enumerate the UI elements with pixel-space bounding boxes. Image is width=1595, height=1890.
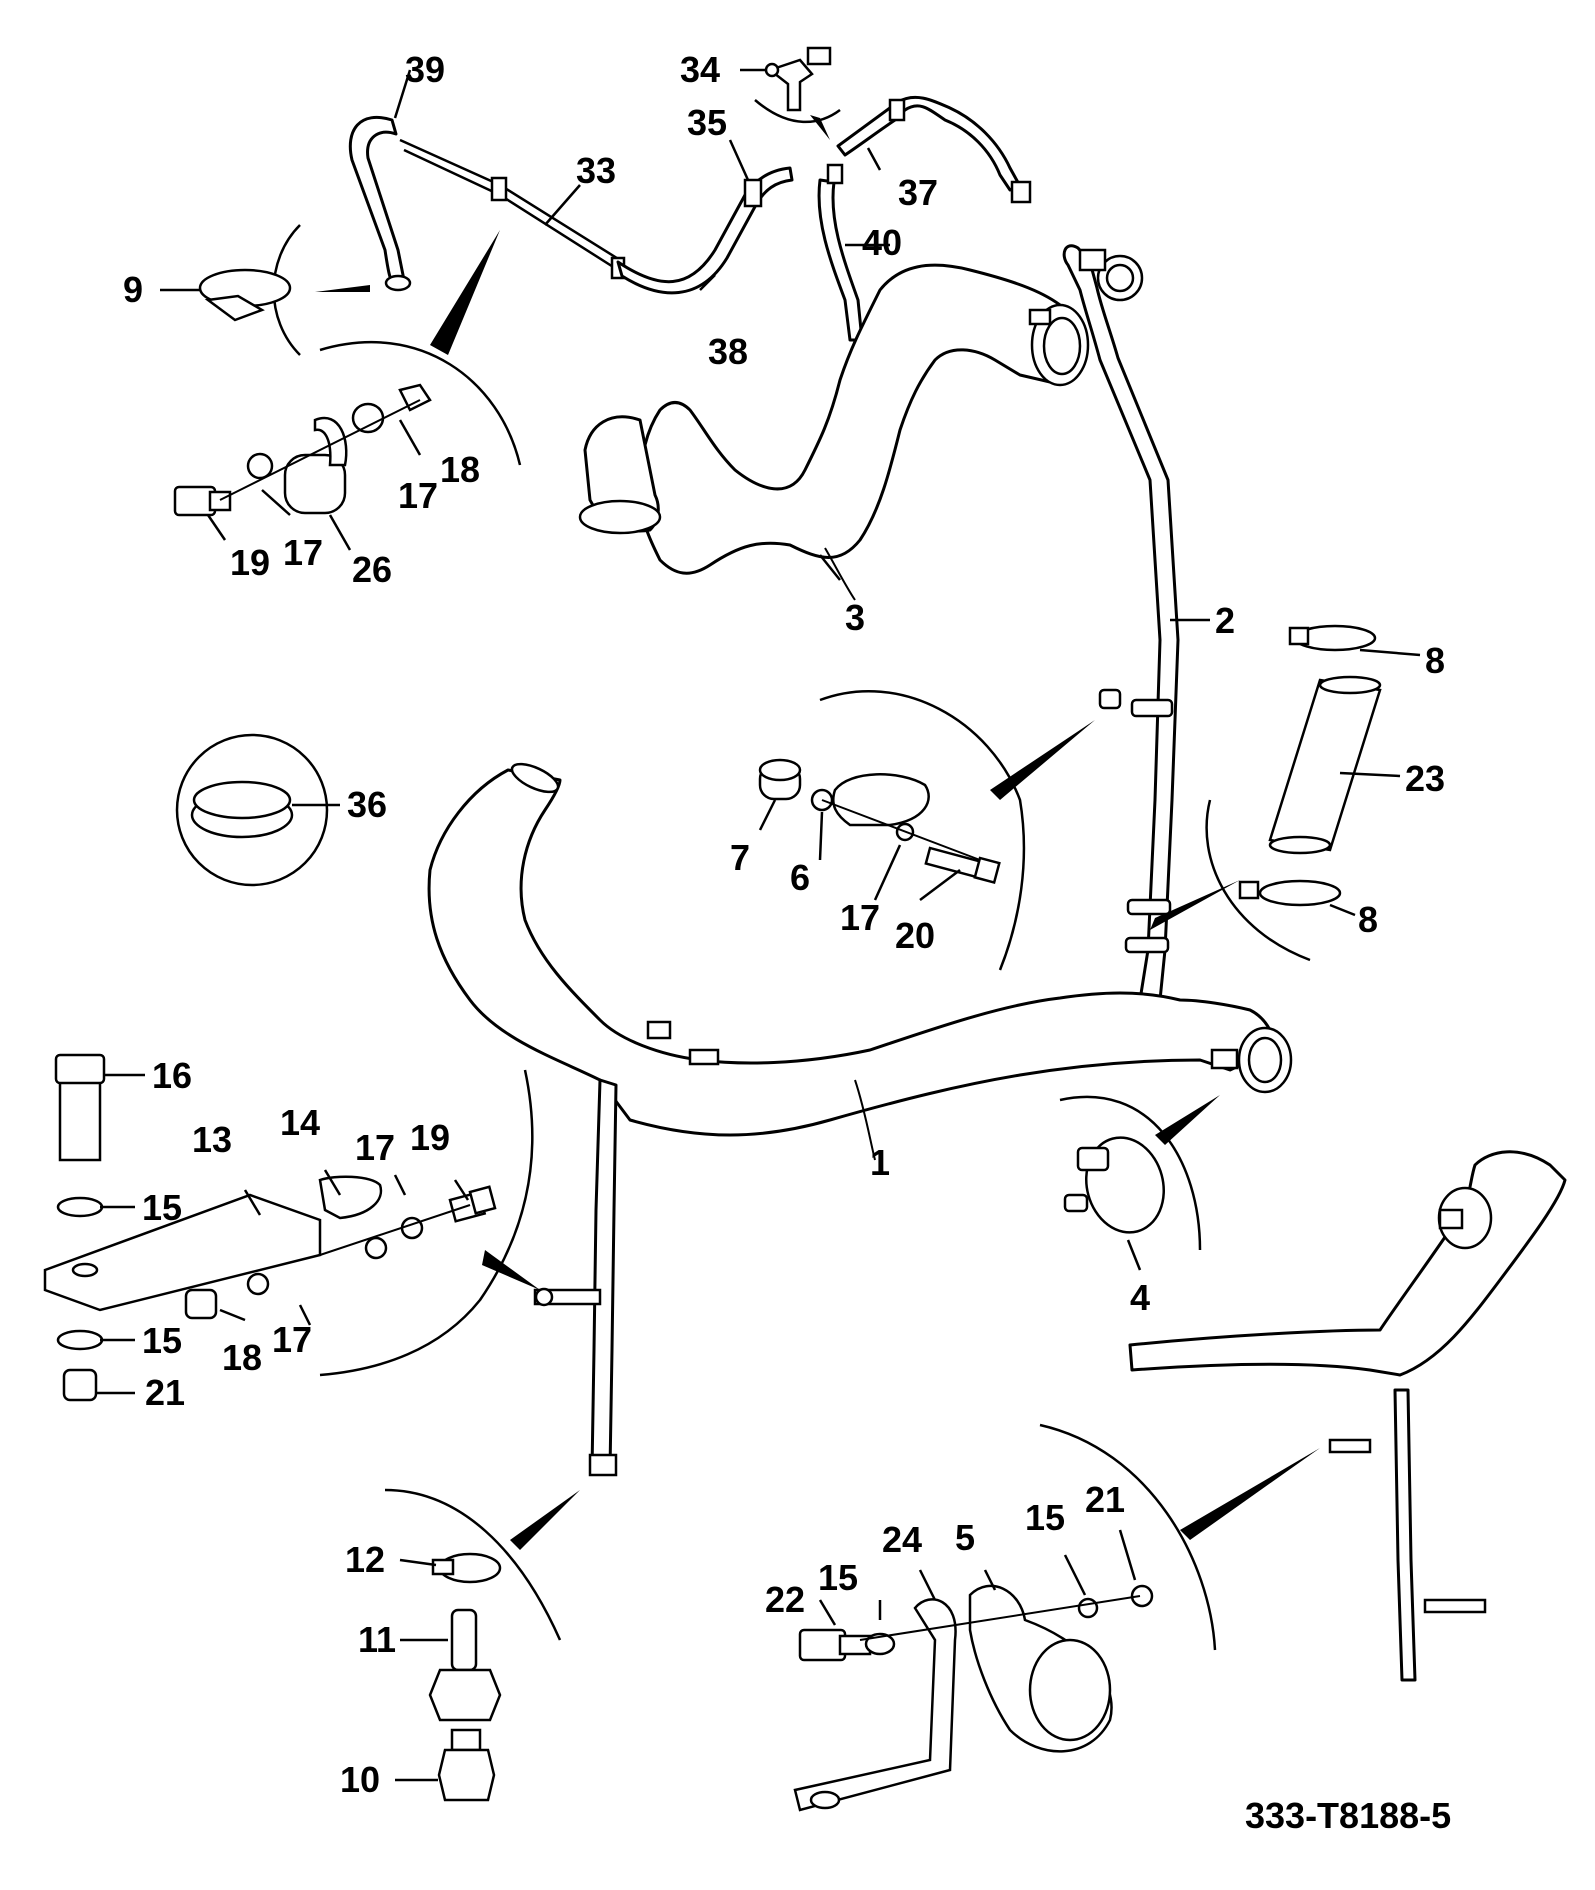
label-1: 1 — [870, 1142, 890, 1183]
label-10: 10 — [340, 1759, 380, 1800]
label-13: 13 — [192, 1119, 232, 1160]
label-8-bottom: 8 — [1358, 899, 1378, 940]
label-17e: 17 — [272, 1319, 312, 1360]
label-35: 35 — [687, 102, 727, 143]
hose-2 — [1062, 244, 1210, 1002]
label-18a: 18 — [440, 449, 480, 490]
label-17a: 17 — [398, 475, 438, 516]
clamp-detail-6 — [758, 690, 1095, 971]
bracket-detail-13 — [43, 1053, 540, 1402]
label-2: 2 — [1215, 600, 1235, 641]
label-33: 33 — [576, 150, 616, 191]
label-15d: 15 — [1025, 1497, 1065, 1538]
label-14: 14 — [280, 1102, 320, 1143]
label-11: 11 — [358, 1619, 396, 1660]
reference-code: 333-T8188-5 — [1245, 1795, 1451, 1836]
hose-bottom-right — [1128, 1150, 1567, 1682]
label-26: 26 — [352, 549, 392, 590]
fitting-detail-10 — [384, 1488, 580, 1802]
label-19a: 19 — [230, 542, 270, 583]
clamp-detail-9 — [160, 224, 370, 356]
label-18b: 18 — [222, 1337, 262, 1378]
bracket-detail-24 — [793, 1423, 1320, 1812]
label-23: 23 — [1405, 758, 1445, 799]
label-12: 12 — [345, 1539, 385, 1580]
label-8-top: 8 — [1425, 640, 1445, 681]
label-5: 5 — [955, 1517, 975, 1558]
label-21b: 21 — [1085, 1479, 1125, 1520]
label-17b: 17 — [283, 532, 323, 573]
label-36: 36 — [347, 784, 387, 825]
label-38: 38 — [708, 331, 748, 372]
label-9: 9 — [123, 269, 143, 310]
label-15c: 15 — [818, 1557, 858, 1598]
label-15a: 15 — [142, 1187, 182, 1228]
label-3: 3 — [845, 597, 865, 638]
label-15b: 15 — [142, 1320, 182, 1361]
label-37: 37 — [898, 172, 938, 213]
callout-labels: 1 2 3 4 5 6 7 8 8 9 10 11 12 13 14 15 15… — [123, 49, 1451, 1836]
leader-lines — [206, 69, 1137, 1626]
label-34: 34 — [680, 49, 720, 90]
label-4: 4 — [1130, 1277, 1150, 1318]
label-6: 6 — [790, 857, 810, 898]
hose-3 — [578, 263, 1090, 601]
plug-detail-36 — [175, 733, 340, 887]
label-16: 16 — [152, 1055, 192, 1096]
label-7: 7 — [730, 837, 750, 878]
breather-hose-assembly — [348, 115, 794, 295]
label-19b: 19 — [410, 1117, 450, 1158]
hose-detail-23 — [1150, 624, 1421, 962]
label-17d: 17 — [355, 1127, 395, 1168]
label-21a: 21 — [145, 1372, 185, 1413]
label-40: 40 — [862, 222, 902, 263]
breather-fitting-assembly — [740, 46, 1032, 342]
label-39: 39 — [405, 49, 445, 90]
label-24: 24 — [882, 1519, 922, 1560]
label-22: 22 — [765, 1579, 805, 1620]
hose-1 — [427, 762, 1293, 1477]
label-20: 20 — [895, 915, 935, 956]
label-17c: 17 — [840, 897, 880, 938]
clamp-detail-4 — [1059, 1095, 1220, 1271]
clamp-detail-26 — [173, 230, 522, 517]
